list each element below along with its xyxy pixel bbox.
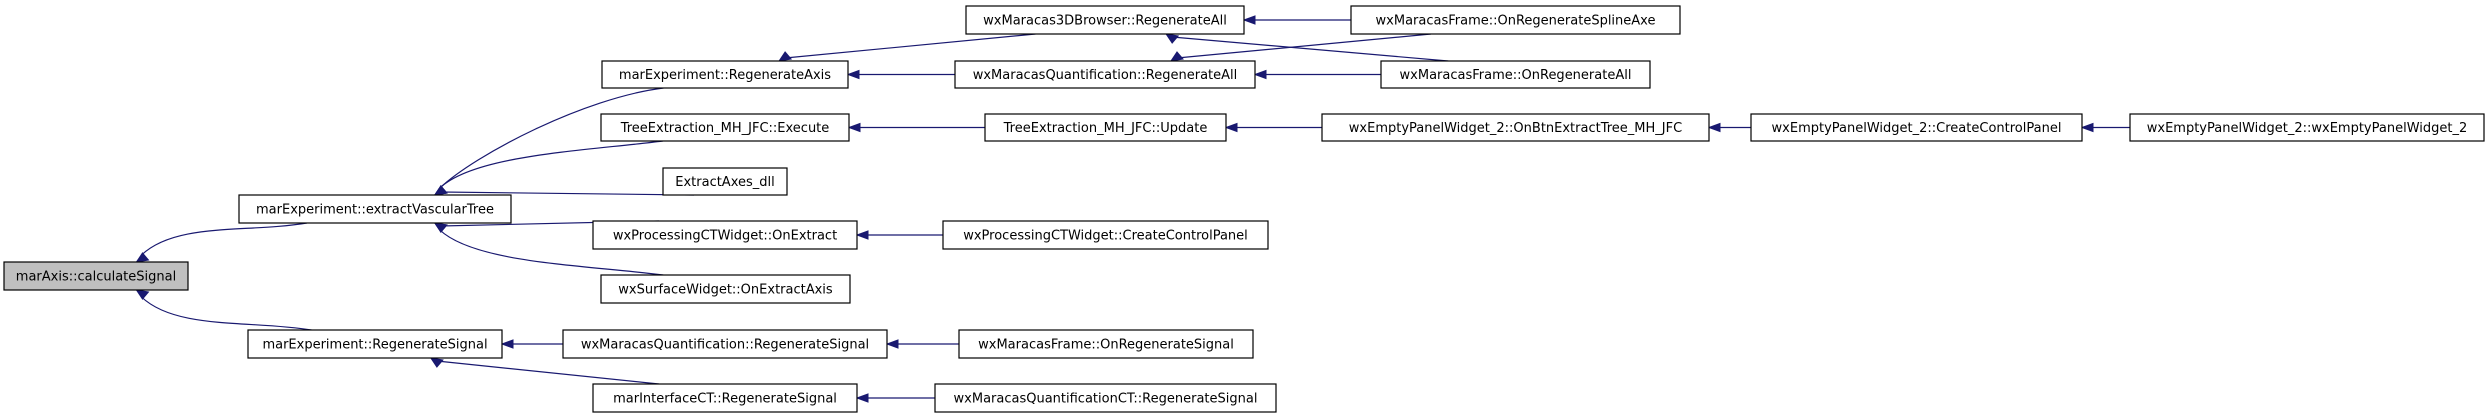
node-quantCTRegenSignal[interactable]: wxMaracasQuantificationCT::RegenerateSig… <box>934 383 1277 413</box>
node-regenerateAxis-label: marExperiment::RegenerateAxis <box>619 68 831 83</box>
node-surfOnExtractAxis-label: wxSurfaceWidget::OnExtractAxis <box>618 283 833 298</box>
node-procCreateCP-label: wxProcessingCTWidget::CreateControlPanel <box>963 229 1248 244</box>
node-regenerateSignal-label: marExperiment::RegenerateSignal <box>262 338 487 353</box>
edge-emptyCreateCP-to-emptyOnBtn <box>1707 122 1751 133</box>
edge-frameOnRegenAll-to-quantRegenAll <box>1253 69 1381 80</box>
node-surfOnExtractAxis[interactable]: wxSurfaceWidget::OnExtractAxis <box>600 274 851 304</box>
node-extractVascularTree-label: marExperiment::extractVascularTree <box>256 203 494 218</box>
node-browserRegenAll-label: wxMaracas3DBrowser::RegenerateAll <box>983 14 1227 29</box>
edge-regenerateSignal-to-root <box>135 289 312 331</box>
node-emptyCtor[interactable]: wxEmptyPanelWidget_2::wxEmptyPanelWidget… <box>2129 113 2485 142</box>
edge-emptyCtor-to-emptyCreateCP <box>2080 122 2130 133</box>
node-regenerateAxis[interactable]: marExperiment::RegenerateAxis <box>601 60 849 89</box>
edge-quantRegenAll-to-regenerateAxis <box>846 69 955 80</box>
node-frameOnRegenSignal-label: wxMaracasFrame::OnRegenerateSignal <box>978 338 1234 353</box>
node-root[interactable]: marAxis::calculateSignal <box>3 261 189 291</box>
edge-treeExecute-to-extractVascularTree <box>433 140 664 196</box>
edge-ifaceRegenSignal-to-regenerateSignal <box>429 357 660 385</box>
node-emptyOnBtn-label: wxEmptyPanelWidget_2::OnBtnExtractTree_M… <box>1349 121 1682 136</box>
edges-layer <box>135 15 2130 403</box>
node-emptyOnBtn[interactable]: wxEmptyPanelWidget_2::OnBtnExtractTree_M… <box>1321 113 1710 142</box>
edge-frameOnRegenAll-to-browserRegenAll <box>1165 33 1449 62</box>
node-regenerateSignal[interactable]: marExperiment::RegenerateSignal <box>247 329 503 359</box>
edge-procCreateCP-to-procOnExtract <box>855 230 943 240</box>
edge-frameOnRegenSignal-to-quantRegenSignal <box>885 339 959 349</box>
node-emptyCtor-label: wxEmptyPanelWidget_2::wxEmptyPanelWidget… <box>2147 121 2468 136</box>
node-frameOnRegenAll-label: wxMaracasFrame::OnRegenerateAll <box>1400 68 1632 83</box>
node-procCreateCP[interactable]: wxProcessingCTWidget::CreateControlPanel <box>942 220 1269 250</box>
edge-extractVascularTree-to-root <box>135 222 308 263</box>
node-extractAxesDll-label: ExtractAxes_dll <box>675 175 775 190</box>
node-extractVascularTree[interactable]: marExperiment::extractVascularTree <box>238 194 512 224</box>
node-quantRegenSignal[interactable]: wxMaracasQuantification::RegenerateSigna… <box>562 329 888 359</box>
edge-quantRegenSignal-to-regenerateSignal <box>500 339 563 349</box>
node-treeExecute-label: TreeExtraction_MH_JFC::Execute <box>620 121 830 136</box>
edge-frameOnRegenSpline-to-quantRegenAll <box>1169 33 1432 62</box>
edge-extractAxesDll-to-extractVascularTree <box>433 185 695 196</box>
edge-emptyOnBtn-to-treeUpdate <box>1224 122 1322 133</box>
node-quantRegenAll-label: wxMaracasQuantification::RegenerateAll <box>973 68 1238 83</box>
node-extractAxesDll[interactable]: ExtractAxes_dll <box>662 167 788 196</box>
edge-surfOnExtractAxis-to-extractVascularTree <box>433 222 664 276</box>
node-procOnExtract[interactable]: wxProcessingCTWidget::OnExtract <box>592 220 858 250</box>
node-browserRegenAll[interactable]: wxMaracas3DBrowser::RegenerateAll <box>965 5 1245 35</box>
node-quantRegenAll[interactable]: wxMaracasQuantification::RegenerateAll <box>954 60 1256 89</box>
node-treeUpdate[interactable]: TreeExtraction_MH_JFC::Update <box>984 113 1227 142</box>
node-procOnExtract-label: wxProcessingCTWidget::OnExtract <box>613 229 837 244</box>
edge-browserRegenAll-to-regenerateAxis <box>778 33 1036 62</box>
node-frameOnRegenSignal[interactable]: wxMaracasFrame::OnRegenerateSignal <box>958 329 1254 359</box>
node-quantRegenSignal-label: wxMaracasQuantification::RegenerateSigna… <box>581 338 869 353</box>
node-frameOnRegenSpline[interactable]: wxMaracasFrame::OnRegenerateSplineAxe <box>1350 5 1681 35</box>
node-ifaceRegenSignal[interactable]: marInterfaceCT::RegenerateSignal <box>592 383 858 413</box>
edge-quantCTRegenSignal-to-ifaceRegenSignal <box>855 393 935 403</box>
node-emptyCreateCP-label: wxEmptyPanelWidget_2::CreateControlPanel <box>1772 121 2062 136</box>
nodes-layer: marAxis::calculateSignal marExperiment::… <box>3 5 2485 413</box>
node-emptyCreateCP[interactable]: wxEmptyPanelWidget_2::CreateControlPanel <box>1750 113 2083 142</box>
node-quantCTRegenSignal-label: wxMaracasQuantificationCT::RegenerateSig… <box>954 392 1258 407</box>
node-ifaceRegenSignal-label: marInterfaceCT::RegenerateSignal <box>613 392 837 407</box>
edge-treeUpdate-to-treeExecute <box>847 122 985 133</box>
node-treeUpdate-label: TreeExtraction_MH_JFC::Update <box>1003 121 1208 136</box>
edge-frameOnRegenSpline-to-browserRegenAll <box>1242 15 1351 25</box>
node-frameOnRegenSpline-label: wxMaracasFrame::OnRegenerateSplineAxe <box>1376 14 1656 29</box>
node-treeExecute[interactable]: TreeExtraction_MH_JFC::Execute <box>600 113 850 142</box>
node-root-label: marAxis::calculateSignal <box>16 270 176 285</box>
node-frameOnRegenAll[interactable]: wxMaracasFrame::OnRegenerateAll <box>1380 60 1651 89</box>
